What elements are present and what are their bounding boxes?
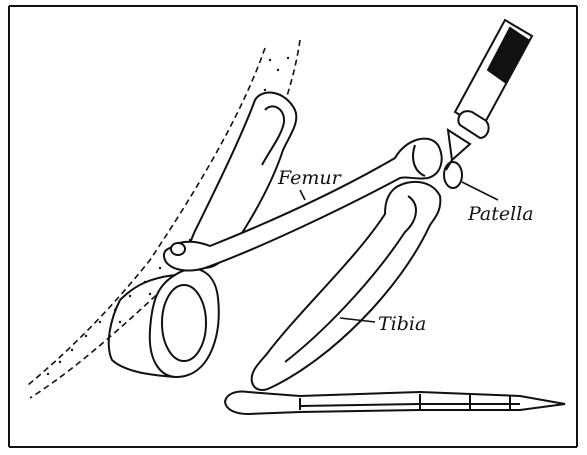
tibia-label: Tibia bbox=[378, 313, 426, 335]
femur-label: Femur bbox=[277, 167, 343, 189]
femur-leader-line bbox=[300, 190, 305, 200]
patella-label: Patella bbox=[467, 203, 534, 225]
patella-bone bbox=[444, 162, 462, 188]
tibia-bone bbox=[252, 182, 441, 390]
foot-bones bbox=[225, 391, 565, 414]
patella-leader-line bbox=[462, 182, 498, 200]
syringe-instrument bbox=[446, 20, 532, 170]
